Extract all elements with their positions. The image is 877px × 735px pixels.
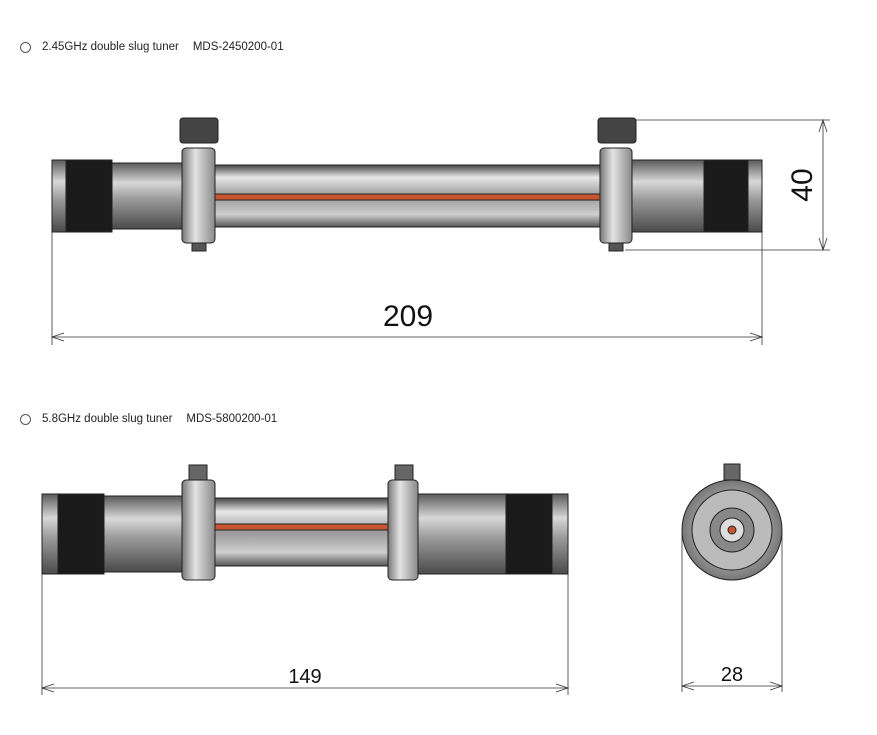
knob: [179, 117, 219, 144]
tuner-1-name: 2.45GHz double slug tuner: [42, 41, 179, 53]
tuner-1-height-label: 40: [786, 168, 819, 201]
tuner-2-model: MDS-5800200-01: [186, 413, 278, 425]
tuner-2-name: 5.8GHz double slug tuner: [42, 413, 173, 425]
tuner-2-length-label: 149: [288, 666, 321, 688]
body-left: [111, 162, 183, 230]
clamp: [599, 147, 633, 244]
tuner-1-length-label: 209: [383, 300, 433, 333]
tuner-2-end-view: [681, 463, 783, 581]
clamp: [181, 147, 216, 244]
tuner-1-dimensions: [50, 118, 830, 345]
radio-bullet-icon: [20, 413, 31, 425]
tuner-1-drawing: [51, 117, 763, 252]
tuner-2-dimensions: [40, 530, 784, 695]
stripe: [214, 193, 601, 201]
body-right: [631, 159, 705, 233]
knob: [597, 117, 637, 144]
tuner-2-drawing: [41, 464, 569, 581]
radio-bullet-icon: [20, 41, 31, 53]
tuner-1-caption: 2.45GHz double slug tuner MDS-2450200-01: [20, 41, 284, 53]
tuner-1-model: MDS-2450200-01: [192, 41, 284, 53]
tuner-2-diameter-label: 28: [721, 664, 743, 686]
tuner-2-caption: 5.8GHz double slug tuner MDS-5800200-01: [20, 413, 277, 425]
